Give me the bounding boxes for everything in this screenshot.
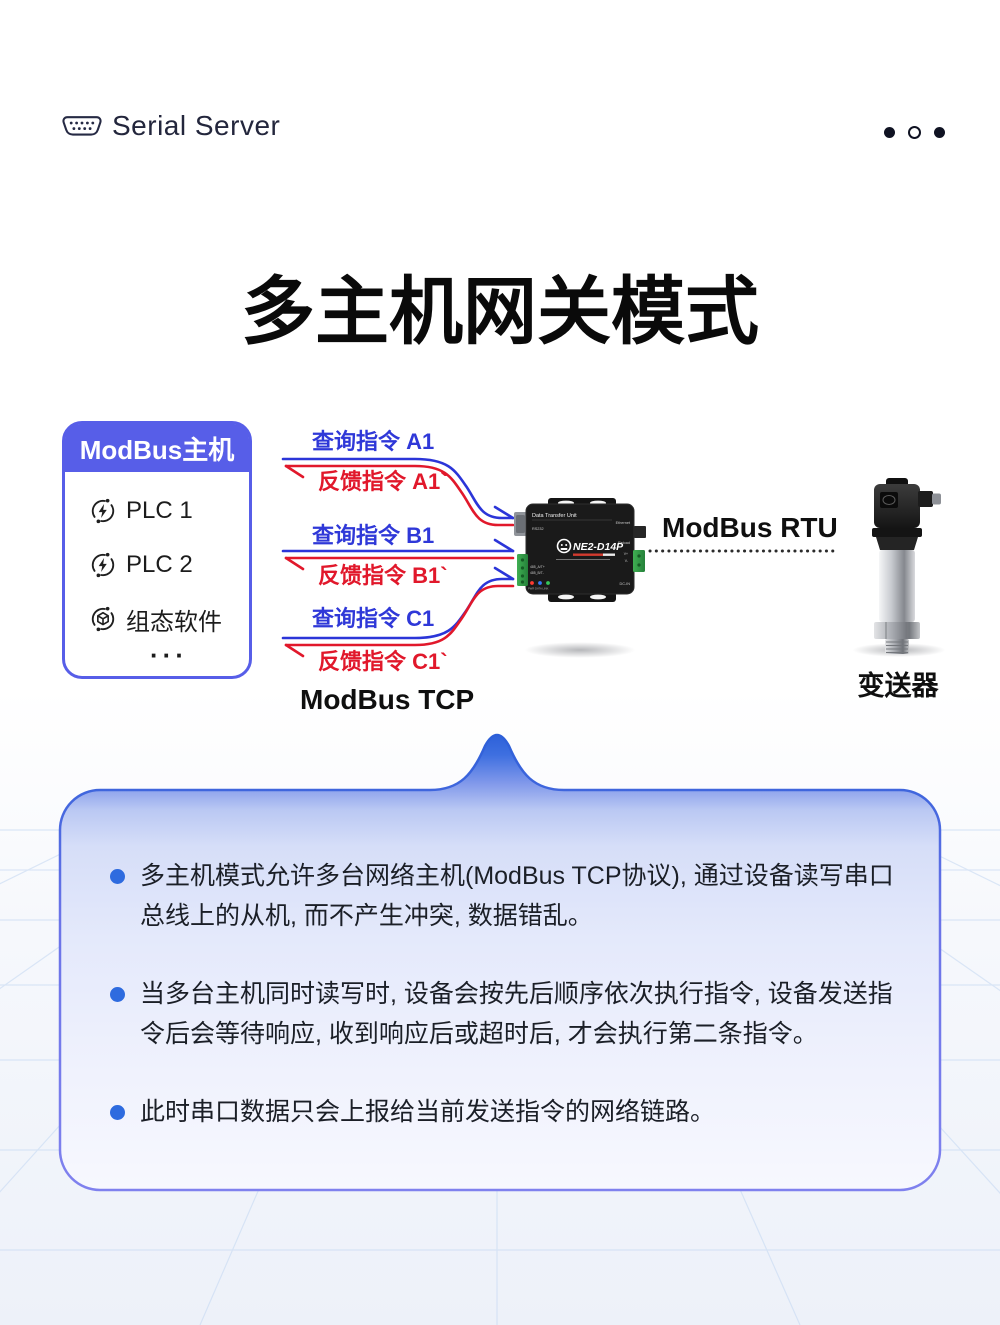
list-item: 此时串口数据只会上报给当前发送指令的网络链路。 [110, 1092, 910, 1132]
carousel-dot[interactable] [884, 127, 895, 138]
pressure-transmitter-device [872, 478, 941, 654]
list-item: 当多台主机同时读写时, 设备会按先后顺序依次执行指令, 设备发送指令后会等待响应… [110, 974, 910, 1054]
modbus-host-list: PLC 1 PLC 2 组态软件 ·· [65, 472, 249, 671]
carousel-indicator [884, 126, 945, 139]
carousel-dot-active[interactable] [908, 126, 921, 139]
plc-sync-bolt-icon [91, 552, 115, 578]
device-rs232-label: RS232 [532, 527, 544, 531]
info-bullet-list: 多主机模式允许多台网络主机(ModBus TCP协议), 通过设备读写串口总线上… [110, 856, 910, 1170]
modbus-host-box: ModBus主机 PLC 1 PLC 2 [62, 421, 252, 679]
device-reload-label: Reload [618, 541, 630, 545]
flow-response-b1-label: 反馈指令 B1` [318, 563, 448, 588]
bullet-dot-icon [110, 869, 125, 884]
device-dcin-label: DC-IN [619, 582, 630, 586]
plc-sync-bolt-icon [91, 498, 115, 524]
bullet-text: 当多台主机同时读写时, 设备会按先后顺序依次执行指令, 设备发送指令后会等待响应… [140, 980, 893, 1048]
bullet-text: 多主机模式允许多台网络主机(ModBus TCP协议), 通过设备读写串口总线上… [140, 862, 894, 930]
device-ethernet-label: Ethernet [616, 521, 631, 525]
brand-logo-text: Serial Server [112, 110, 281, 141]
bullet-dot-icon [110, 987, 125, 1002]
list-item-label: PLC 1 [126, 497, 193, 524]
device-top-label: Data Transfer Unit [532, 513, 577, 519]
software-cube-icon [91, 606, 115, 632]
db9-serial-connector-icon [62, 115, 102, 136]
flow-query-b1-label: 查询指令 B1 [312, 523, 435, 548]
transmitter-label: 变送器 [857, 671, 939, 701]
device-vminus-label: V- [625, 559, 628, 563]
flow-query-c1-label: 查询指令 C1 [312, 606, 435, 631]
modbus-host-box-header: ModBus主机 [65, 424, 249, 472]
bullet-dot-icon [110, 1105, 125, 1120]
list-item: 多主机模式允许多台网络主机(ModBus TCP协议), 通过设备读写串口总线上… [110, 856, 910, 936]
bullet-text: 此时串口数据只会上报给当前发送指令的网络链路。 [140, 1098, 716, 1126]
device-pin1-label: 485_A/T+ [530, 565, 545, 569]
list-item-label: 组态软件 [126, 608, 222, 636]
modbus-rtu-label: ModBus RTU [662, 512, 838, 543]
page-title: 多主机网关模式 [241, 270, 759, 353]
list-more-ellipsis: ··· [150, 640, 188, 670]
flow-response-a1-label: 反馈指令 A1` [318, 469, 448, 494]
flow-query-a1-label: 查询指令 A1 [312, 429, 435, 454]
info-bubble-panel [58, 733, 942, 1192]
device-shadow [524, 642, 636, 658]
list-item-plc2: PLC 2 [89, 538, 249, 592]
carousel-dot[interactable] [934, 127, 945, 138]
list-item-scada: 组态软件 [89, 592, 249, 646]
flow-response-c1-label: 反馈指令 C1` [318, 649, 448, 674]
device-led-row-label: PWR DATA LINK [528, 587, 549, 591]
data-transfer-unit-device: Data Transfer Unit Ethernet Reload RS232… [514, 498, 646, 602]
brand-logo: Serial Server [62, 110, 280, 142]
list-item-label: PLC 2 [126, 551, 193, 578]
list-item-plc1: PLC 1 [89, 484, 249, 538]
device-vplus-label: V+ [624, 552, 628, 556]
device-pin2-label: 485_B/T- [530, 571, 544, 575]
modbus-tcp-label: ModBus TCP [300, 684, 475, 715]
device-model-label: NE2-D14P [573, 541, 624, 553]
modbus-rtu-dotted-line [648, 549, 838, 553]
modbus-flow-arrows [281, 457, 515, 658]
